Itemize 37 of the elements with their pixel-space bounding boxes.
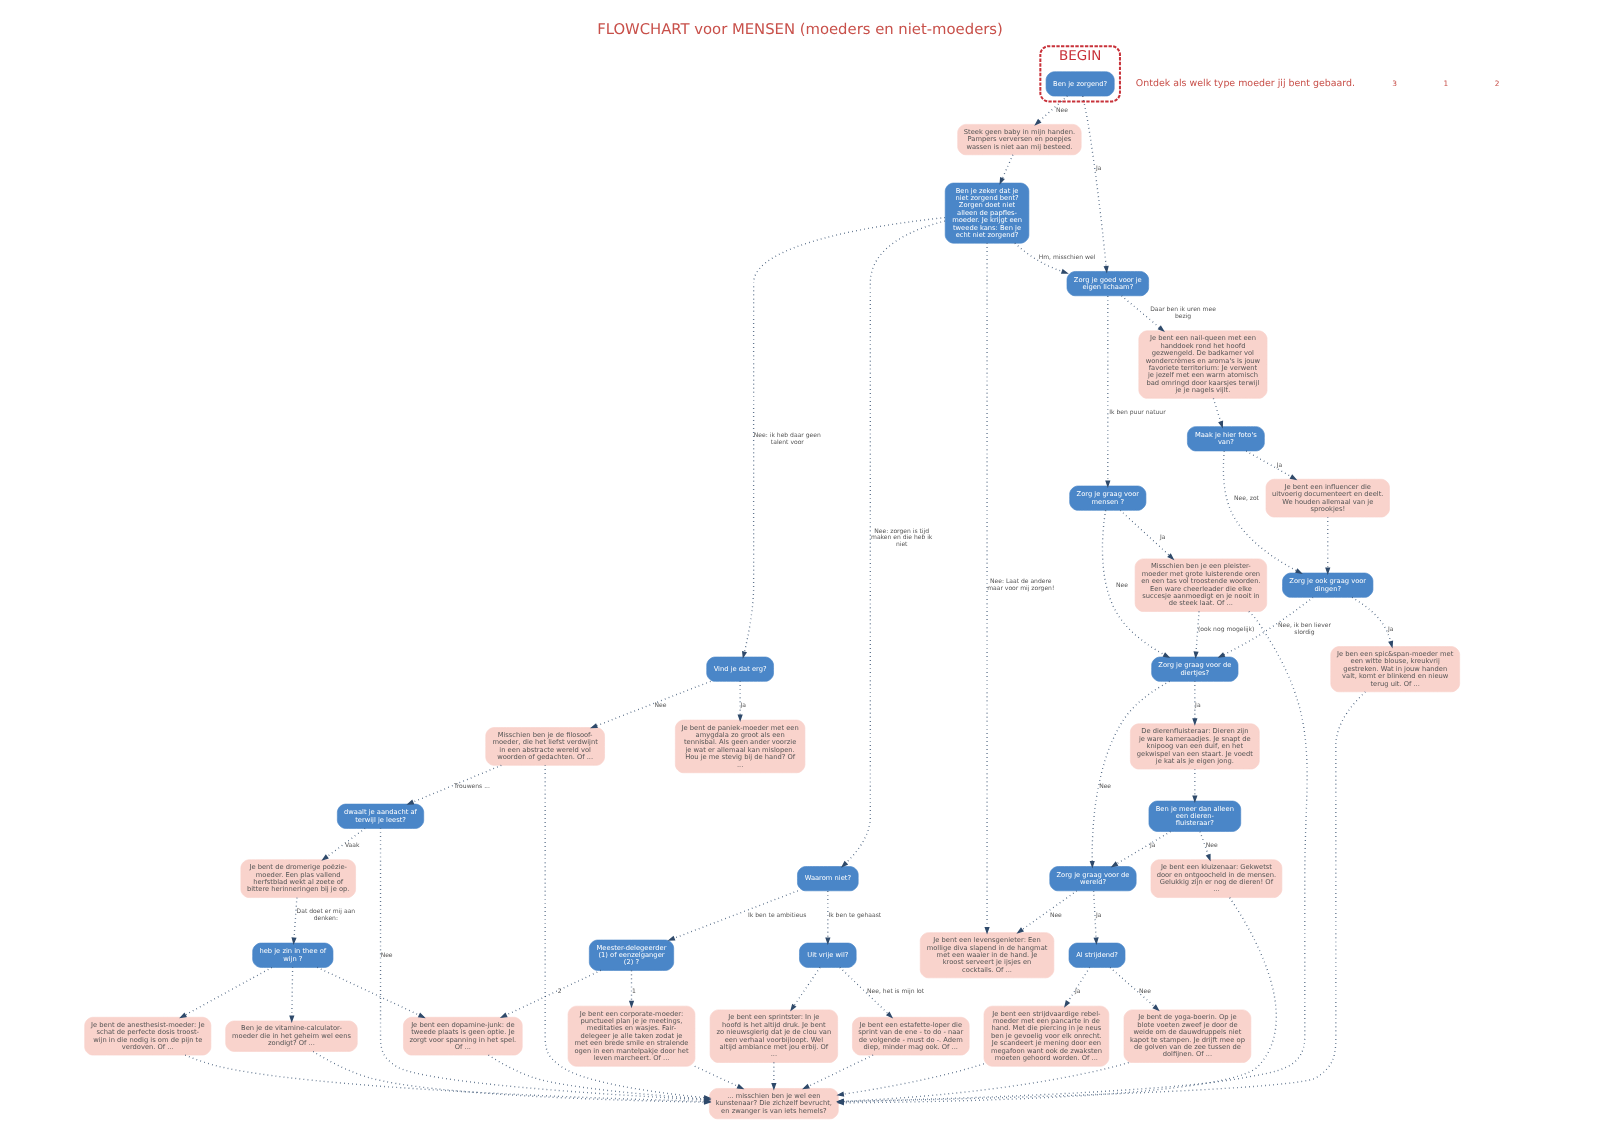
- arrow: [999, 154, 1014, 185]
- arrow: [1245, 450, 1298, 481]
- arrow: [179, 966, 273, 1019]
- arrow: [1014, 242, 1069, 274]
- arrow: [836, 1063, 985, 1097]
- arrow: [406, 764, 502, 805]
- arrow: [1119, 509, 1175, 561]
- arrow: [1192, 680, 1198, 726]
- arrow: [316, 966, 426, 1019]
- arrow: [1089, 680, 1171, 869]
- arrow: [1212, 397, 1224, 429]
- arrow: [1105, 295, 1111, 489]
- arrow: [1351, 596, 1394, 649]
- arrow: [1199, 831, 1211, 862]
- arrow: [1192, 768, 1198, 803]
- arrow: [802, 1054, 874, 1090]
- arrow: [1110, 830, 1172, 868]
- arrow: [694, 1065, 745, 1090]
- arrow: [742, 216, 946, 659]
- arrow: [1064, 966, 1091, 1008]
- arrow: [1109, 966, 1160, 1012]
- arrow: [1034, 95, 1068, 126]
- arrow: [1325, 516, 1331, 576]
- arrow: [839, 966, 894, 1019]
- arrow: [1193, 610, 1200, 659]
- arrow: [1222, 450, 1303, 574]
- arrow: [840, 220, 946, 868]
- arrow: [667, 890, 799, 941]
- arrow: [499, 969, 602, 1019]
- arrow: [1016, 890, 1078, 934]
- arrow: [1082, 95, 1109, 274]
- arrow: [590, 680, 712, 729]
- arrow: [321, 827, 366, 861]
- arrow: [1217, 596, 1314, 658]
- arrow: [790, 966, 821, 1012]
- arrow: [1101, 509, 1171, 658]
- arrow: [1120, 295, 1165, 333]
